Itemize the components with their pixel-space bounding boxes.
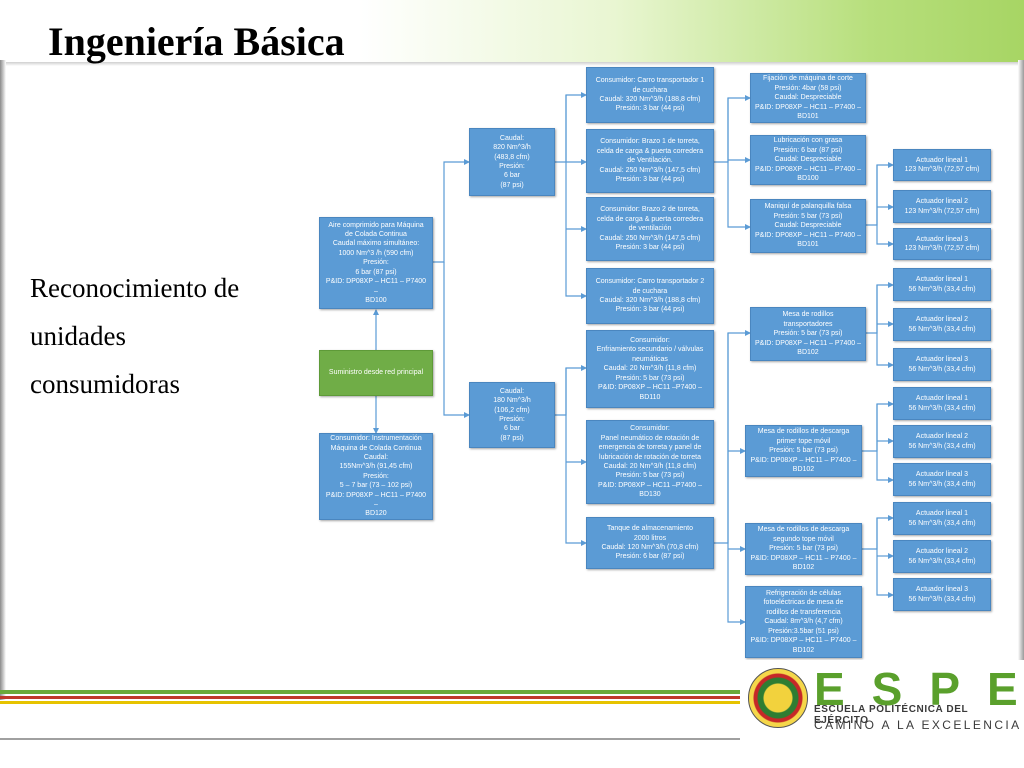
upper-branch-flow-box: Caudal:820 Nm^3/h(483,8 cfm)Presión:6 ba… — [469, 128, 555, 196]
university-seal-icon — [748, 668, 808, 728]
slide-subtitle: Reconocimiento de unidades consumidoras — [30, 264, 300, 408]
header-shadow — [0, 62, 1024, 66]
brand-institution-name: ESCUELA POLITÉCNICA DEL EJÉRCITO — [814, 704, 968, 726]
footer-stripe-yellow — [0, 701, 1024, 704]
slide-title: Ingeniería Básica — [48, 19, 345, 64]
brazo-2-torreta-box: Consumidor: Brazo 2 de torreta,celda de … — [586, 197, 714, 261]
footer-divider — [0, 738, 740, 740]
brazo-1-torreta-box: Consumidor: Brazo 1 de torreta,celda de … — [586, 129, 714, 193]
panel-neumatico-box: Consumidor:Panel neumático de rotación d… — [586, 420, 714, 504]
subtitle-line: Reconocimiento de — [30, 273, 240, 303]
enfriamiento-secundario-box: Consumidor:Enfriamiento secundario / vál… — [586, 330, 714, 408]
slide-left-edge — [0, 60, 6, 700]
slide-header-band — [0, 0, 1024, 62]
brand-motto: CAMINO A LA EXCELENCIA — [814, 718, 1022, 732]
footer-stripe-green — [0, 690, 1024, 694]
brand-espe: ESPE — [814, 663, 1024, 715]
supply-source-box: Suministro desde red principal — [319, 350, 433, 396]
footer-stripe-red — [0, 696, 1024, 699]
subtitle-line: consumidoras — [30, 369, 180, 399]
slide-right-edge — [1018, 60, 1024, 660]
lower-branch-flow-box: Caudal:180 Nm^3/h(106,2 cfm)Presión:6 ba… — [469, 382, 555, 448]
subtitle-line: unidades — [30, 321, 126, 351]
